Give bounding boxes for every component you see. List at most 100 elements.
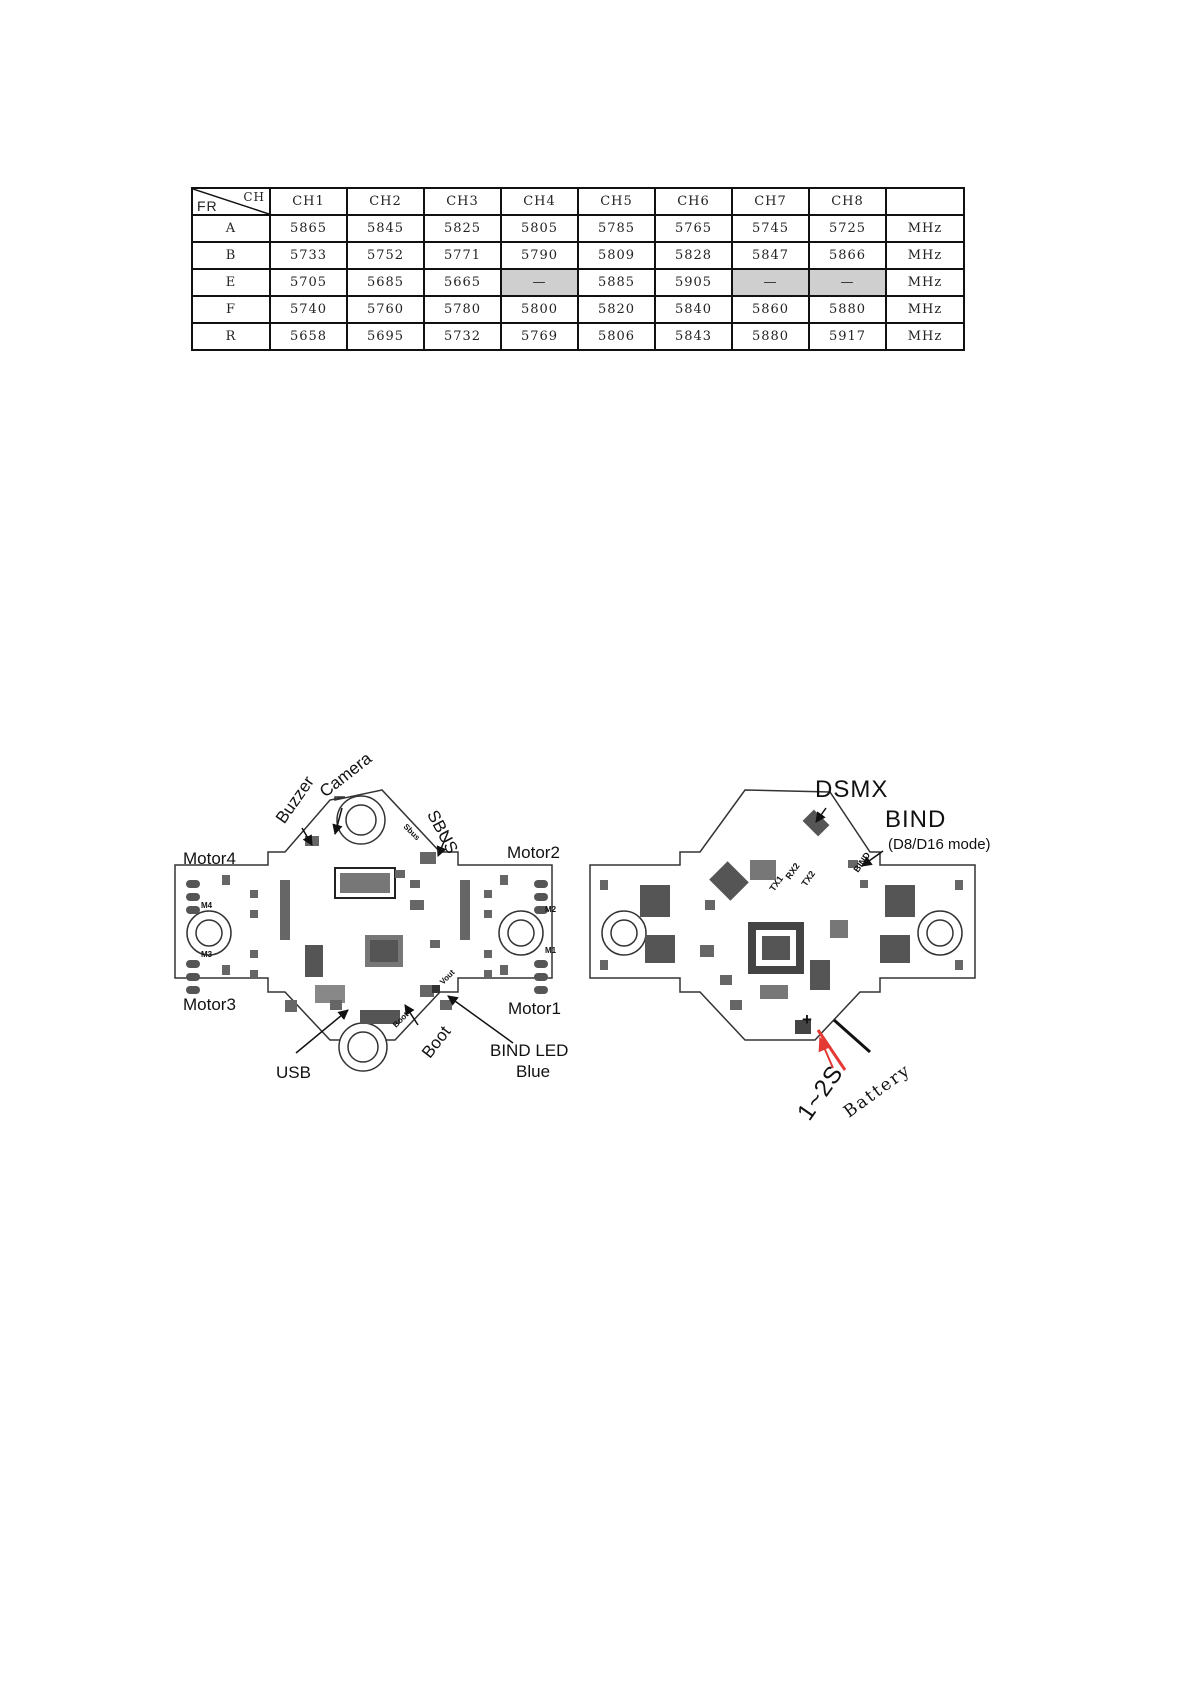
band-label: B [191, 241, 271, 270]
voltage-arrow [818, 1036, 834, 1069]
label-bind-led-color: Blue [516, 1062, 551, 1081]
table-cell: 5828 [654, 241, 733, 270]
unit-header-empty [885, 187, 965, 216]
table-cell: 5917 [808, 322, 887, 351]
silk-m1: M1 [545, 946, 557, 955]
table-cell: 5732 [423, 322, 502, 351]
table-cell: 5685 [346, 268, 425, 297]
table-cell: 5820 [577, 295, 656, 324]
table-cell: 5785 [577, 214, 656, 243]
column-header: CH1 [269, 187, 348, 216]
table-cell: 5800 [500, 295, 579, 324]
table-row: A 5865 5845 5825 5805 5785 5765 5745 572… [191, 214, 965, 243]
label-bind-mode: (D8/D16 mode) [888, 836, 991, 853]
flight-controller-board-bottom [589, 789, 976, 1041]
table-cell: 5880 [808, 295, 887, 324]
table-cell: 5790 [500, 241, 579, 270]
table-cell: 5840 [654, 295, 733, 324]
table-cell: 5695 [346, 322, 425, 351]
table-cell: 5880 [731, 322, 810, 351]
table-cell: 5780 [423, 295, 502, 324]
label-plus: + [802, 1010, 812, 1029]
silk-m2: M2 [545, 905, 557, 914]
table-cell: 5665 [423, 268, 502, 297]
flight-controller-board-top [174, 789, 553, 1041]
column-header: CH5 [577, 187, 656, 216]
table-cell: 5760 [346, 295, 425, 324]
table-cell: 5905 [654, 268, 733, 297]
unit-cell: MHz [885, 322, 965, 351]
silk-m4: M4 [201, 901, 213, 910]
table-cell: 5805 [500, 214, 579, 243]
table-row: F 5740 5760 5780 5800 5820 5840 5860 588… [191, 295, 965, 324]
table-corner-cell: CH FR [191, 187, 271, 216]
unit-cell: MHz [885, 295, 965, 324]
battery-positive-wire [816, 1029, 847, 1071]
battery-negative-wire [833, 1018, 871, 1054]
table-cell: 5865 [269, 214, 348, 243]
table-cell: 5771 [423, 241, 502, 270]
mounting-holes [186, 795, 544, 1072]
table-cell: 5769 [500, 322, 579, 351]
table-cell: 5885 [577, 268, 656, 297]
table-cell-unavailable: — [808, 268, 887, 297]
table-cell: 5843 [654, 322, 733, 351]
table-cell: 5860 [731, 295, 810, 324]
column-header: CH4 [500, 187, 579, 216]
battery-wires [816, 1018, 871, 1071]
unit-cell: MHz [885, 241, 965, 270]
column-header: CH7 [731, 187, 810, 216]
table-header-row: CH FR CH1 CH2 CH3 CH4 CH5 CH6 CH7 CH8 [191, 187, 965, 216]
table-cell: 5847 [731, 241, 810, 270]
vtx-frequency-table: CH FR CH1 CH2 CH3 CH4 CH5 CH6 CH7 CH8 A … [191, 187, 965, 351]
label-motor1: Motor1 [508, 999, 561, 1018]
components-right-board [600, 809, 963, 1034]
label-motor4: Motor4 [183, 849, 236, 868]
column-header: CH2 [346, 187, 425, 216]
table-cell: 5765 [654, 214, 733, 243]
components-left-board [222, 836, 508, 1024]
table-cell: 5658 [269, 322, 348, 351]
column-header: CH3 [423, 187, 502, 216]
motor-pads-left-board [186, 880, 548, 994]
silk-m3: M3 [201, 950, 213, 959]
label-motor3: Motor3 [183, 995, 236, 1014]
table-cell-unavailable: — [731, 268, 810, 297]
table-cell: 5752 [346, 241, 425, 270]
table-cell: 5733 [269, 241, 348, 270]
band-label: A [191, 214, 271, 243]
label-bind: BIND [885, 806, 947, 833]
mounting-holes-right [601, 910, 963, 956]
table-cell: 5825 [423, 214, 502, 243]
band-label: E [191, 268, 271, 297]
table-cell: 5705 [269, 268, 348, 297]
corner-fr-label: FR [197, 198, 218, 214]
callout-arrows-left [295, 807, 514, 1054]
corner-ch-label: CH [243, 190, 265, 204]
column-header: CH6 [654, 187, 733, 216]
table-cell: 5845 [346, 214, 425, 243]
corner-diagonal [194, 190, 268, 213]
label-usb: USB [276, 1063, 311, 1082]
table-row: R 5658 5695 5732 5769 5806 5843 5880 591… [191, 322, 965, 351]
table-cell: 5806 [577, 322, 656, 351]
band-label: R [191, 322, 271, 351]
callout-arrows-right [815, 807, 884, 867]
label-bind-led: BIND LED [490, 1041, 569, 1060]
label-dsmx: DSMX [815, 776, 889, 803]
table-cell: 5745 [731, 214, 810, 243]
table-cell: 5866 [808, 241, 887, 270]
table-cell-unavailable: — [500, 268, 579, 297]
table-row: B 5733 5752 5771 5790 5809 5828 5847 586… [191, 241, 965, 270]
unit-cell: MHz [885, 268, 965, 297]
table-cell: 5740 [269, 295, 348, 324]
column-header: CH8 [808, 187, 887, 216]
band-label: F [191, 295, 271, 324]
label-motor2: Motor2 [507, 843, 560, 862]
table-cell: 5725 [808, 214, 887, 243]
unit-cell: MHz [885, 214, 965, 243]
table-cell: 5809 [577, 241, 656, 270]
table-row: E 5705 5685 5665 — 5885 5905 — — MHz [191, 268, 965, 297]
